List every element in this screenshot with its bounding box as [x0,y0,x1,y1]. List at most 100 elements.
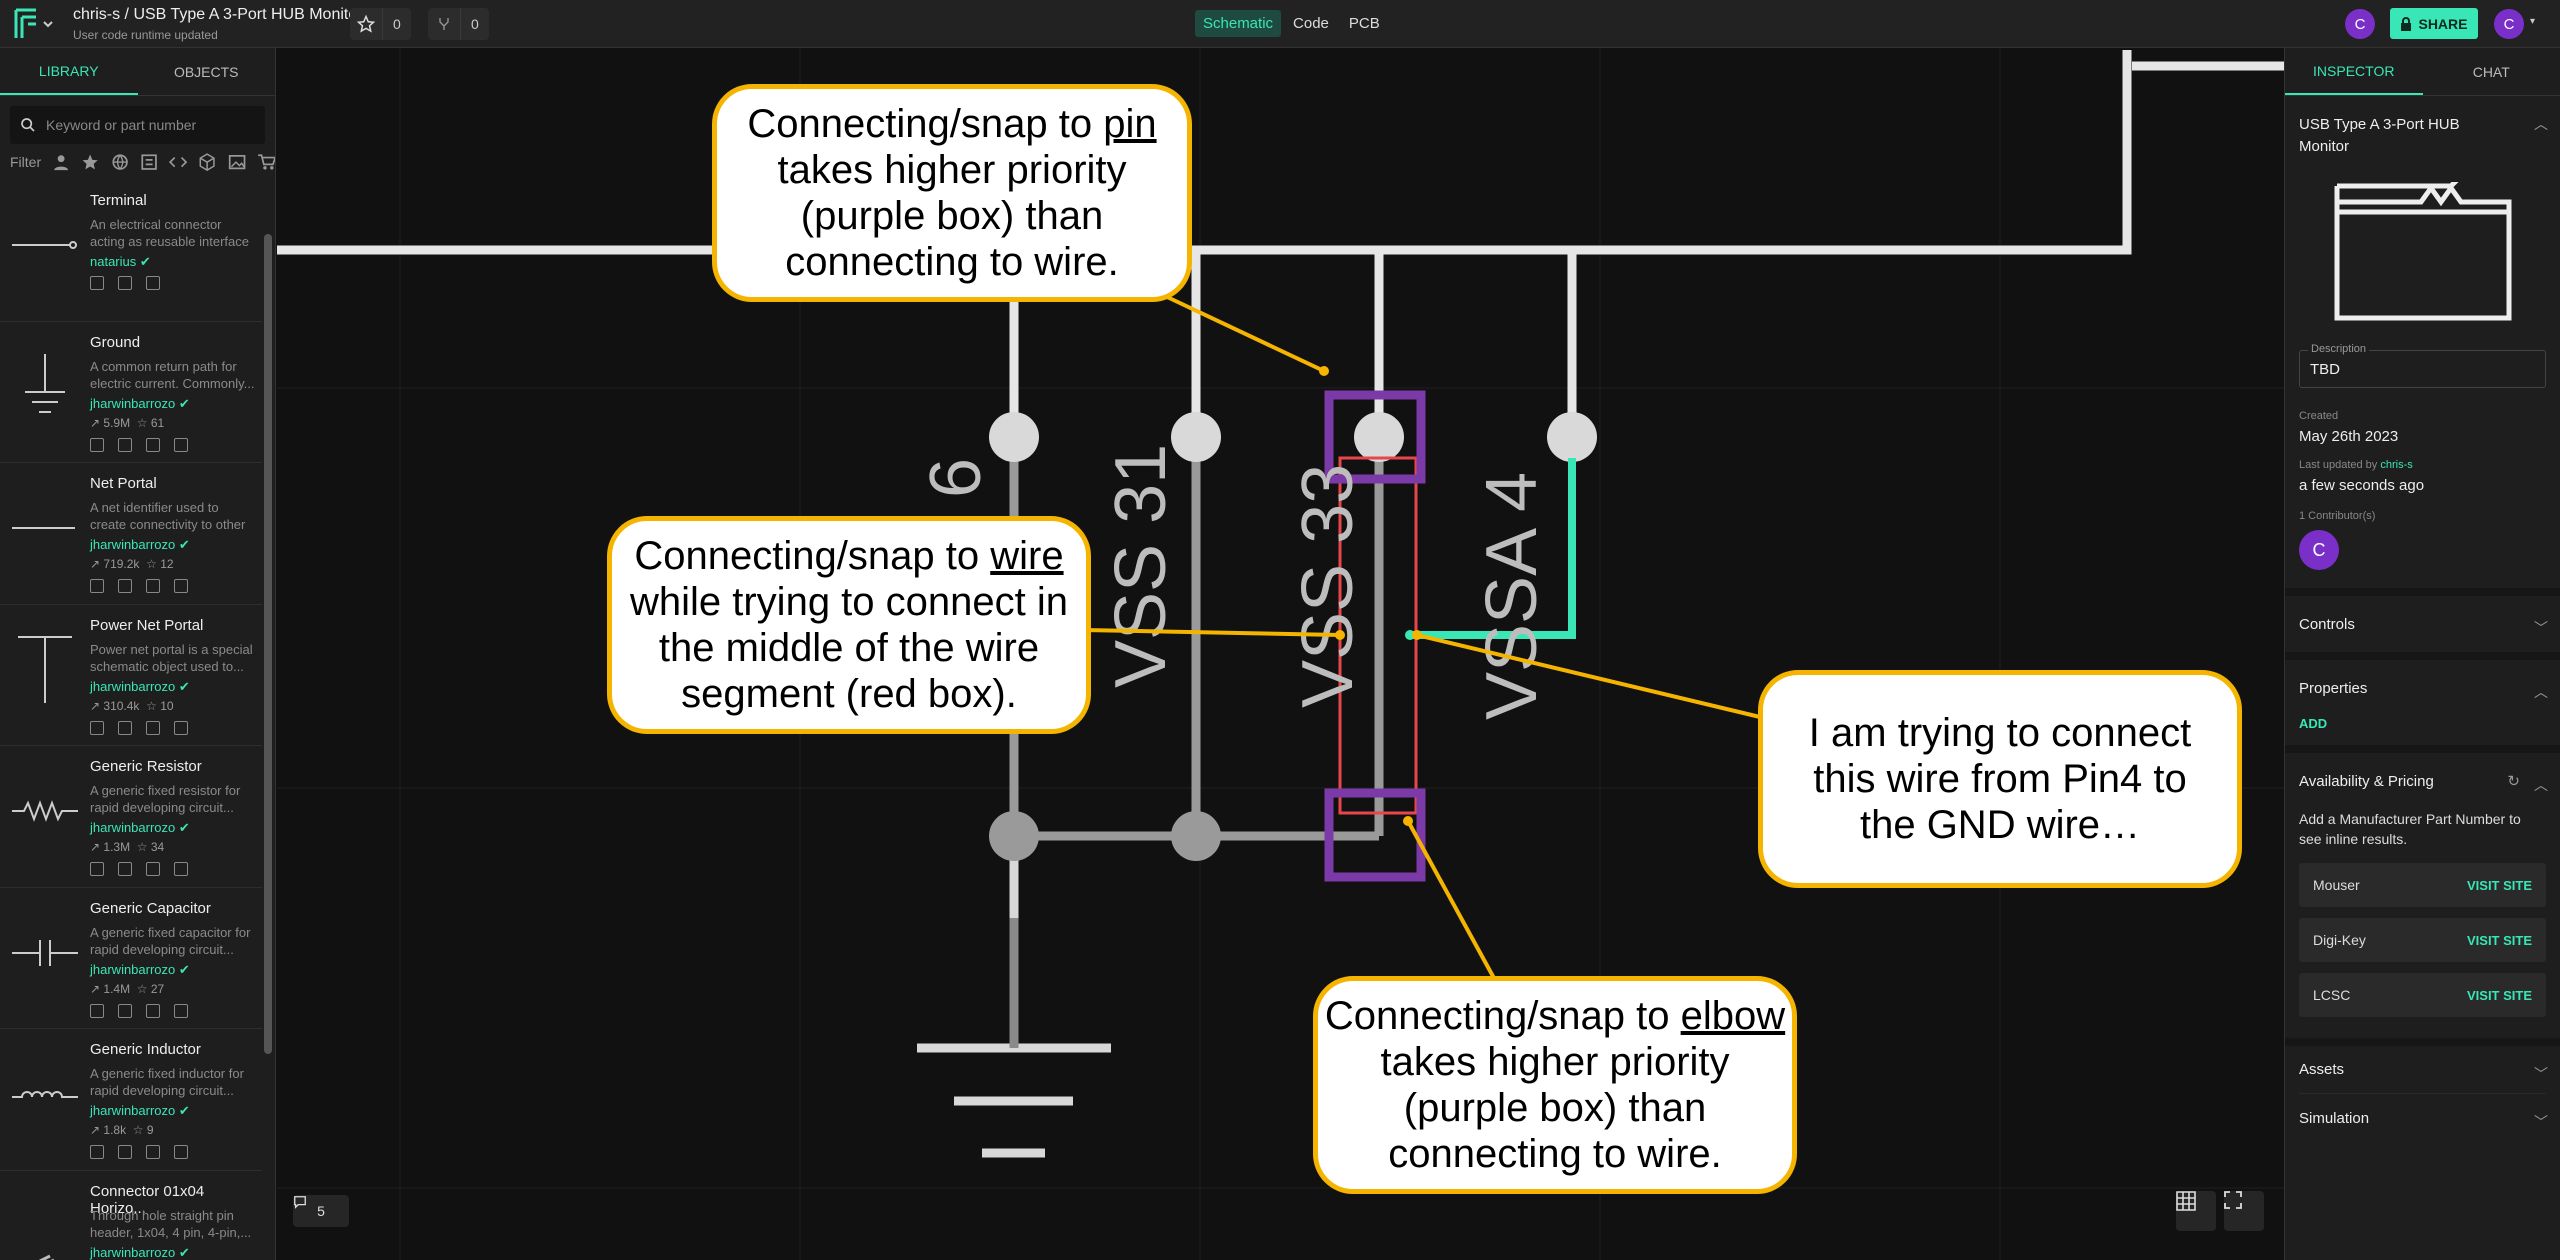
terminal-symbol-icon [12,241,77,249]
cube-filter-icon[interactable] [198,153,216,171]
item-author[interactable]: natarius ✔ [90,254,151,269]
code-filter-icon[interactable] [169,153,188,171]
folder-icon [2334,182,2511,321]
availability-hint: Add a Manufacturer Part Number to see in… [2299,811,2521,847]
list-item-terminal[interactable]: Terminal An electrical connector acting … [0,180,262,322]
add-property-button[interactable]: ADD [2299,716,2328,731]
tab-chat[interactable]: CHAT [2472,63,2510,80]
view-switcher: Schematic Code PCB [1195,10,1388,37]
item-actions [90,1003,188,1018]
item-author[interactable]: jharwinbarrozo ✔ [90,537,190,552]
visit-site-button[interactable]: VISIT SITE [2466,987,2532,1003]
list-item-ground[interactable]: Ground A common return path for electric… [0,322,262,463]
globe-filter-icon[interactable] [111,153,129,171]
controls-title: Controls [2299,615,2355,633]
list-item-net-portal[interactable]: Net Portal A net identifier used to crea… [0,463,262,605]
share-button[interactable]: SHARE [2390,8,2478,39]
cart-filter-icon[interactable] [257,153,275,171]
item-author[interactable]: jharwinbarrozo ✔ [90,1103,190,1118]
tab-inspector[interactable]: INSPECTOR [2285,48,2423,95]
view-tab-schematic[interactable]: Schematic [1195,10,1282,37]
chevron-up-icon[interactable]: ︿ [2534,684,2548,700]
star-filter-icon[interactable] [81,153,99,171]
fullscreen-button[interactable] [2224,1191,2264,1231]
library-scrollbar[interactable] [264,234,272,1054]
purple-elbow-box [1324,788,1426,882]
assets-section[interactable]: Assets﹀ Simulation﹀ [2285,1046,2560,1142]
list-item-generic-resistor[interactable]: Generic Resistor A generic fixed resisto… [0,746,262,888]
search-input[interactable] [46,117,246,133]
verified-icon: ✔ [178,395,190,411]
item-description: A common return path for electric curren… [90,358,255,391]
image-filter-icon[interactable] [228,153,246,171]
list-item-generic-inductor[interactable]: Generic Inductor A generic fixed inducto… [0,1029,262,1171]
comment-icon [294,1196,306,1209]
properties-section[interactable]: Properties︿ ADD [2285,660,2560,753]
item-author[interactable]: jharwinbarrozo ✔ [90,820,190,835]
pin-labels: 6 VSS 31 VSS 33 VSSA 4 [916,444,1552,720]
collaborator-avatar[interactable]: C [2345,9,2375,39]
trend-icon: ↗ [90,981,101,996]
project-info-section: USB Type A 3-Port HUB Monitor ︿ Descript… [2285,96,2560,596]
collapse-chevron-icon[interactable]: ︿ [2534,116,2548,132]
availability-title: Availability & Pricing [2299,772,2434,790]
star-icon: ☆ [136,981,148,996]
visit-site-button[interactable]: VISIT SITE [2466,932,2532,948]
callout-trying-connect: I am trying to connect this wire from Pi… [1758,670,2242,888]
contributor-avatar[interactable]: C [2299,530,2339,570]
user-filter-icon[interactable] [52,153,70,171]
view-tab-pcb[interactable]: PCB [1348,15,1380,32]
pin-label-vssa4: VSSA 4 [1472,472,1552,720]
updated-label: Last updated by chris-s [2299,459,2413,471]
updated-by-link[interactable]: chris-s [2380,459,2413,471]
item-actions [90,1145,188,1159]
list-item-power-net-portal[interactable]: Power Net Portal Power net portal is a s… [0,605,262,746]
star-control[interactable]: 0 [350,8,411,40]
created-label: Created [2299,410,2339,422]
project-title[interactable]: chris-s / USB Type A 3-Port HUB Monitor [73,6,363,23]
chevron-down-icon[interactable]: ﹀ [2534,1114,2548,1130]
contributors-count: 1 Contributor(s) [2299,510,2376,522]
pin-circles [989,412,1597,861]
item-author[interactable]: jharwinbarrozo ✔ [90,1244,190,1260]
simulation-title: Simulation [2299,1109,2370,1127]
chevron-down-icon[interactable]: ﹀ [2534,1065,2548,1082]
item-description: An electrical connector acting as reusab… [90,217,249,249]
user-menu-chevron-icon[interactable]: ▾ [2530,16,2536,27]
share-label: SHARE [2418,15,2468,32]
description-field[interactable]: Description TBD [2299,343,2546,388]
tab-library[interactable]: LIBRARY [0,48,138,95]
tab-objects[interactable]: OBJECTS [173,63,239,80]
item-author[interactable]: jharwinbarrozo ✔ [90,961,190,977]
item-actions [90,579,188,593]
comments-button[interactable]: 5 [293,1195,349,1227]
grid-toggle-button[interactable] [2176,1191,2216,1231]
schematic-canvas[interactable]: 6 VSS 31 VSS 33 VSSA 4 Connecting/snap t… [277,48,2284,1260]
verified-icon: ✔ [178,1103,190,1118]
schematic-filter-icon[interactable] [140,153,158,171]
fork-icon[interactable] [428,8,460,40]
pin-label-vss33: VSS 33 [1288,464,1368,708]
list-item-generic-capacitor[interactable]: Generic Capacitor A generic fixed capaci… [0,888,262,1029]
refresh-icon[interactable]: ↻ [2507,773,2520,790]
item-name: Generic Inductor [90,1041,201,1058]
star-icon[interactable] [350,8,382,40]
visit-site-button[interactable]: VISIT SITE [2466,877,2532,893]
item-description: Power net portal is a special schematic … [90,641,253,674]
user-avatar[interactable]: C [2494,9,2524,39]
controls-section[interactable]: Controls ﹀ [2285,596,2560,660]
chevron-up-icon[interactable]: ︿ [2534,777,2548,793]
callout-wire-snap: Connecting/snap to wire while trying to … [607,516,1091,734]
item-author[interactable]: jharwinbarrozo ✔ [90,678,190,694]
item-author[interactable]: jharwinbarrozo ✔ [90,395,190,411]
availability-section[interactable]: Availability & Pricing ↻ ︿ Add a Manufact… [2285,753,2560,1046]
fullscreen-icon [2224,1191,2242,1209]
view-tab-code[interactable]: Code [1293,15,1329,32]
fork-control[interactable]: 0 [428,8,489,40]
flux-logo-icon[interactable] [14,8,54,40]
chevron-down-icon[interactable]: ﹀ [2534,620,2548,636]
pin-label-6: 6 [916,458,996,498]
schematic-drawing: 6 VSS 31 VSS 33 VSSA 4 [277,48,2284,1260]
list-item-connector[interactable]: Connector 01x04 Horizo... Through hole s… [0,1171,262,1260]
